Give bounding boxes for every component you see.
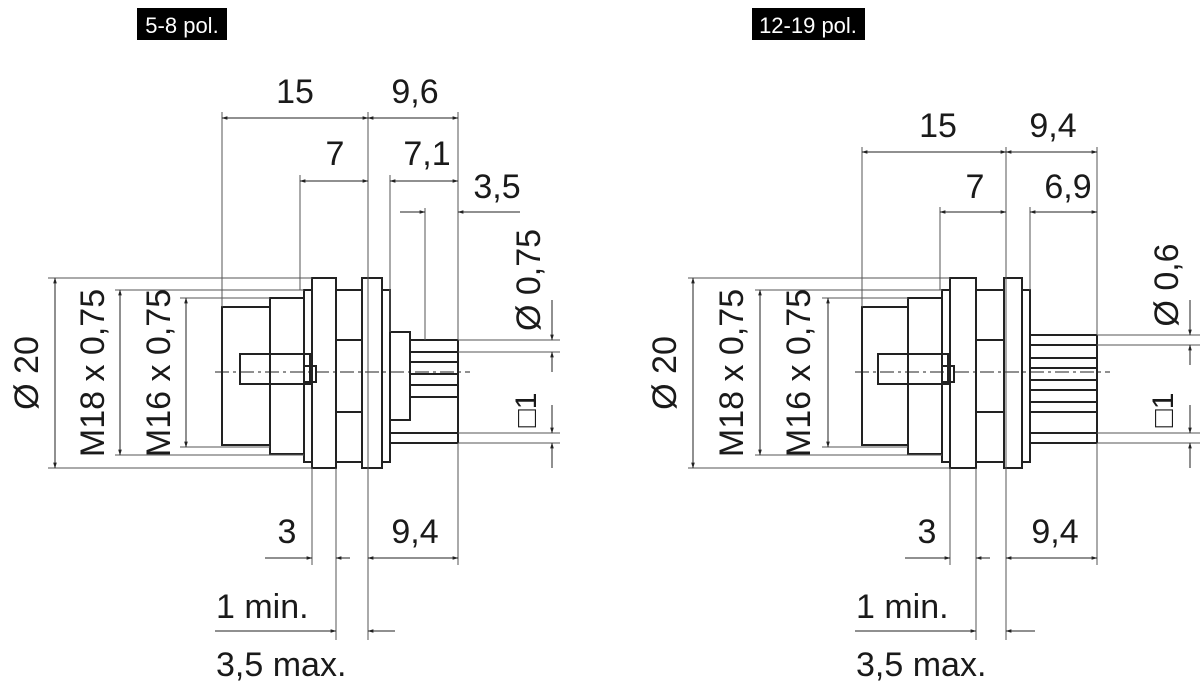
right-dim-dia-20: Ø 20 [646,336,684,410]
left-view: 5-8 pol. [8,8,560,684]
right-dim-max: 3,5 max. [856,646,986,684]
right-dim-15: 15 [919,107,957,145]
right-dim-9-4: 9,4 [1031,513,1078,551]
left-dimension-lines [53,116,554,633]
left-dim-dia-20: Ø 20 [8,336,46,410]
left-dim-7: 7 [326,135,345,173]
left-dim-m18: M18 x 0,75 [74,289,112,457]
right-view: 12-19 pol. [646,8,1200,684]
left-dim-9-4: 9,4 [391,513,438,551]
left-title: 5-8 pol. [145,13,218,38]
left-dim-min: 1 min. [216,588,309,626]
left-dim-square: □1 [510,393,543,428]
left-extension-lines [48,112,560,640]
left-connector-body [221,277,459,469]
right-dim-6-9: 6,9 [1044,168,1091,206]
right-dim-9-4-top: 9,4 [1029,107,1076,145]
left-dim-pin-dia: Ø 0,75 [510,229,548,331]
right-connector-body [861,277,1098,469]
right-dim-m18: M18 x 0,75 [713,289,751,457]
left-dim-m16: M16 x 0,75 [140,289,178,457]
left-dim-max: 3,5 max. [216,646,346,684]
right-dim-min: 1 min. [856,588,949,626]
left-dim-3: 3 [278,513,297,551]
right-title: 12-19 pol. [759,13,857,38]
right-dim-3: 3 [918,513,937,551]
left-dim-9-6: 9,6 [391,73,438,111]
right-extension-lines [688,147,1200,640]
left-title-tag: 5-8 pol. [137,8,227,40]
left-dim-7-1: 7,1 [403,135,450,173]
right-dim-square: □1 [1147,393,1180,428]
right-dim-7: 7 [966,168,985,206]
right-dimension-lines [691,150,1192,633]
right-title-tag: 12-19 pol. [752,8,865,40]
left-dim-3-5: 3,5 [473,168,520,206]
right-dim-m16: M16 x 0,75 [780,289,818,457]
right-dim-pin-dia: Ø 0,6 [1148,243,1186,326]
left-dim-15: 15 [276,73,314,111]
